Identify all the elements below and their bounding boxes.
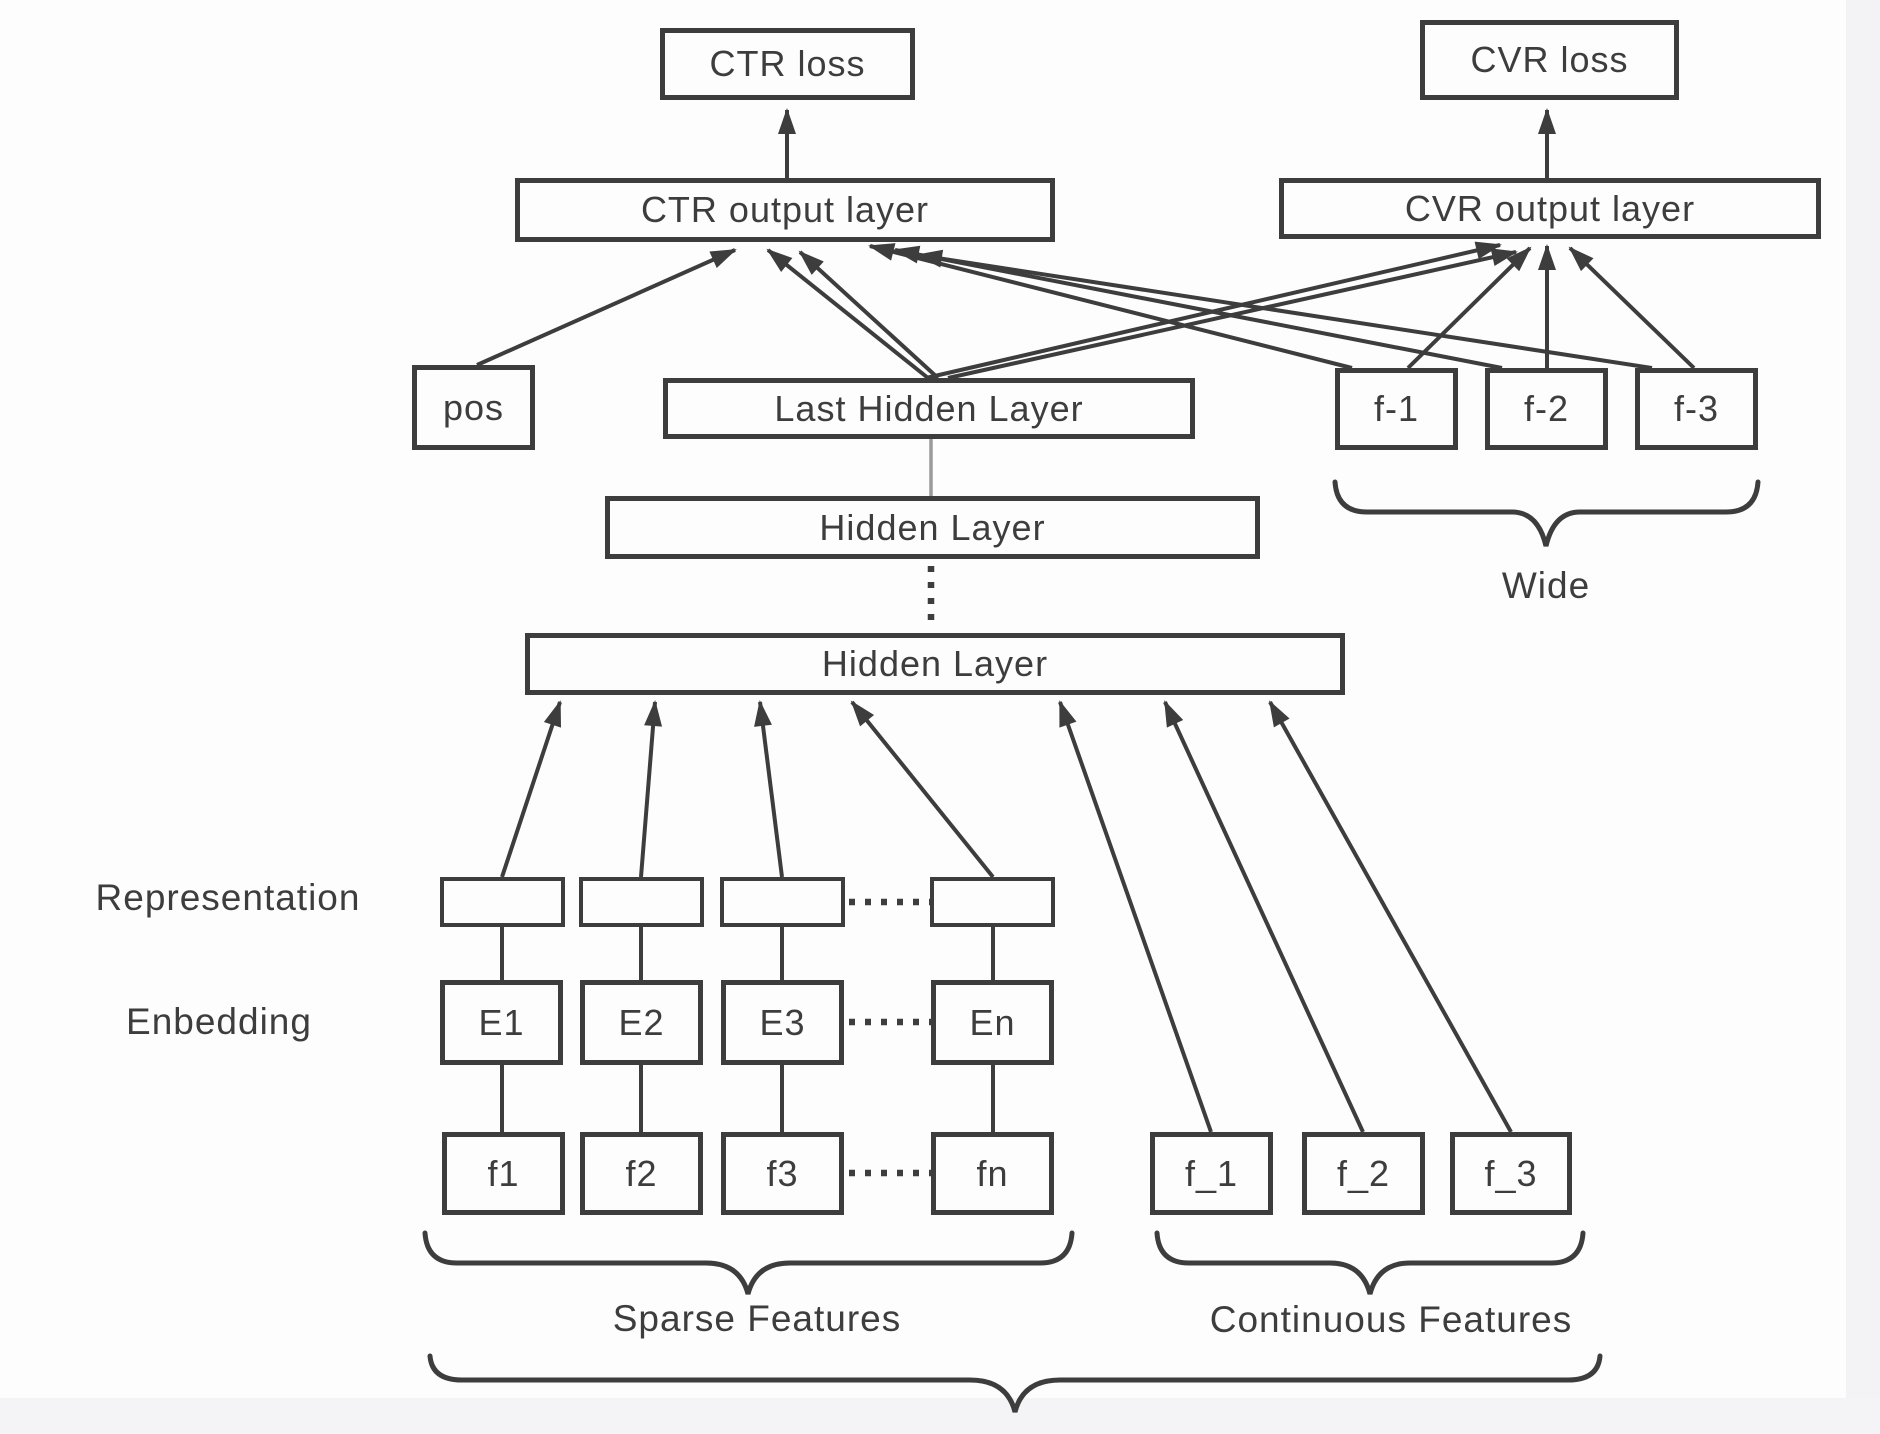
node-sparse-f2: f2 bbox=[580, 1132, 703, 1215]
node-last-hidden-layer-label: Last Hidden Layer bbox=[774, 387, 1084, 429]
node-cvr-loss-label: CVR loss bbox=[1470, 39, 1629, 80]
node-sparse-f3: f3 bbox=[721, 1132, 844, 1215]
node-sparse-f2-label: f2 bbox=[625, 1152, 658, 1194]
edge-repr2-to-hidden bbox=[639, 700, 663, 878]
node-cvr-loss: CVR loss bbox=[1420, 20, 1679, 100]
node-last-hidden-layer: Last Hidden Layer bbox=[663, 378, 1195, 439]
node-wide-f2-label: f-2 bbox=[1523, 388, 1569, 429]
node-continuous-f2: f_2 bbox=[1302, 1132, 1425, 1215]
node-ctr-output-layer: CTR output layer bbox=[515, 178, 1055, 242]
sparse-features-brace bbox=[422, 1230, 1075, 1304]
node-sparse-fn-label: fn bbox=[976, 1152, 1009, 1194]
node-continuous-f1: f_1 bbox=[1150, 1132, 1273, 1215]
node-ctr-output-layer-label: CTR output layer bbox=[640, 189, 930, 230]
edge-reprn-to-hidden bbox=[850, 700, 995, 879]
node-embedding-e1-label: E1 bbox=[478, 1001, 525, 1043]
node-pos: pos bbox=[412, 365, 535, 450]
right-edge-band bbox=[1846, 0, 1880, 1434]
label-continuous-features: Continuous Features bbox=[1209, 1299, 1573, 1340]
node-embedding-e1: E1 bbox=[440, 980, 563, 1065]
node-wide-f1: f-1 bbox=[1335, 368, 1458, 450]
node-embedding-en-label: En bbox=[969, 1001, 1016, 1043]
edge-f1-to-ctr-output bbox=[868, 243, 1353, 370]
node-hidden-layer-lower: Hidden Layer bbox=[525, 633, 1345, 695]
node-repr-1 bbox=[440, 877, 565, 927]
edge-contf1-to-hidden bbox=[1058, 700, 1213, 1133]
label-wide: Wide bbox=[1501, 565, 1591, 606]
edge-lhl-to-ctr-output-1 bbox=[766, 248, 930, 380]
edge-lhl-to-ctr-output-2 bbox=[798, 250, 940, 380]
node-wide-f2: f-2 bbox=[1485, 368, 1608, 450]
node-wide-f3-label: f-3 bbox=[1673, 388, 1719, 429]
node-wide-f3: f-3 bbox=[1635, 368, 1758, 450]
bottom-edge-band bbox=[0, 1398, 1880, 1434]
node-continuous-f3-label: f_3 bbox=[1484, 1152, 1538, 1194]
edge-repr3-to-hidden bbox=[754, 700, 784, 878]
label-representation: Representation bbox=[95, 877, 361, 918]
node-repr-2 bbox=[579, 877, 704, 927]
label-sparse-features: Sparse Features bbox=[612, 1298, 902, 1339]
label-embedding: Enbedding bbox=[126, 1001, 312, 1042]
node-continuous-f3: f_3 bbox=[1450, 1132, 1572, 1215]
node-repr-3 bbox=[720, 877, 845, 927]
node-ctr-loss-label: CTR loss bbox=[709, 43, 866, 84]
node-continuous-f1-label: f_1 bbox=[1184, 1152, 1239, 1194]
edge-f3-to-ctr-output bbox=[916, 249, 1653, 370]
node-sparse-fn: fn bbox=[931, 1132, 1054, 1215]
node-embedding-e2-label: E2 bbox=[618, 1001, 665, 1043]
node-pos-label: pos bbox=[442, 386, 505, 428]
edge-f1-to-cvr-output bbox=[1406, 246, 1532, 370]
continuous-features-brace bbox=[1154, 1230, 1586, 1304]
node-hidden-layer-upper: Hidden Layer bbox=[605, 496, 1260, 559]
edge-f2-to-ctr-output bbox=[893, 245, 1503, 370]
node-hidden-layer-lower-label: Hidden Layer bbox=[821, 643, 1049, 684]
node-repr-n bbox=[930, 877, 1055, 927]
node-sparse-f1: f1 bbox=[442, 1132, 565, 1215]
node-embedding-e3: E3 bbox=[721, 980, 844, 1065]
node-embedding-en: En bbox=[931, 980, 1054, 1065]
node-cvr-output-layer-label: CVR output layer bbox=[1404, 187, 1696, 229]
node-embedding-e3-label: E3 bbox=[759, 1001, 806, 1043]
wide-brace bbox=[1332, 479, 1761, 547]
edge-f3-to-cvr-output bbox=[1568, 246, 1696, 370]
node-embedding-e2: E2 bbox=[580, 980, 703, 1065]
node-sparse-f1-label: f1 bbox=[487, 1152, 520, 1194]
node-cvr-output-layer: CVR output layer bbox=[1279, 178, 1821, 239]
node-wide-f1-label: f-1 bbox=[1373, 388, 1419, 429]
node-continuous-f2-label: f_2 bbox=[1336, 1152, 1391, 1194]
edge-contf2-to-hidden bbox=[1163, 700, 1365, 1133]
edge-pos-to-ctr-output bbox=[476, 248, 737, 367]
node-sparse-f3-label: f3 bbox=[766, 1152, 799, 1194]
node-hidden-layer-upper-label: Hidden Layer bbox=[819, 506, 1046, 548]
edge-repr1-to-hidden bbox=[500, 700, 562, 878]
node-ctr-loss: CTR loss bbox=[660, 28, 915, 100]
edge-contf3-to-hidden bbox=[1268, 700, 1513, 1133]
bottom-brace bbox=[427, 1353, 1603, 1413]
